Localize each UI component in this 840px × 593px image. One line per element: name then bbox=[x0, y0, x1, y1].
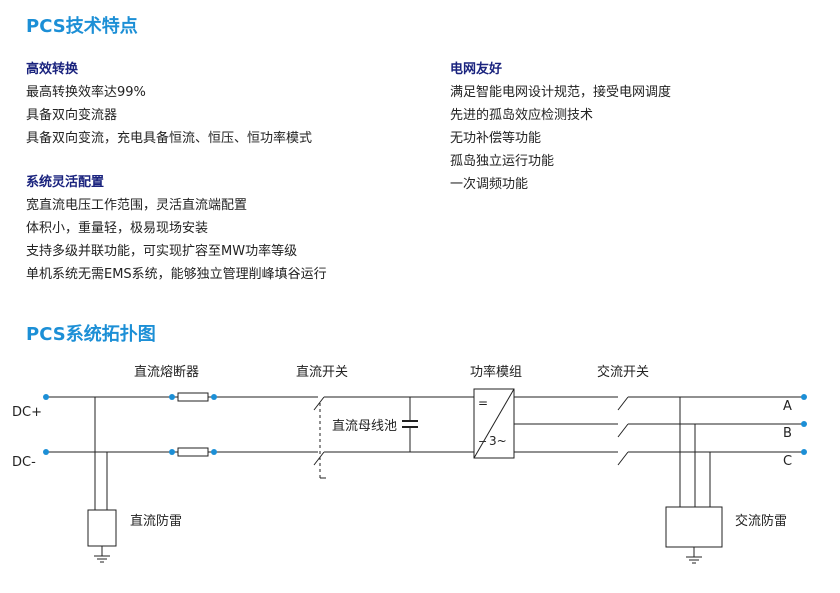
terminal-dot bbox=[169, 449, 175, 455]
terminal-dot bbox=[801, 394, 807, 400]
dc-surge-box bbox=[87, 509, 117, 547]
list-item: 宽直流电压工作范围，灵活直流端配置 bbox=[26, 198, 248, 213]
list-item: 支持多级并联功能，可实现扩容至MW功率等级 bbox=[26, 244, 298, 259]
group-heading: 电网友好 bbox=[450, 62, 503, 77]
dc-surge-label: 直流防雷 bbox=[130, 513, 182, 529]
list-item: 先进的孤岛效应检测技术 bbox=[450, 108, 594, 123]
list-item: 最高转换效率达99% bbox=[26, 85, 146, 100]
ac-switch-contact bbox=[617, 451, 629, 466]
fuse-plus bbox=[177, 392, 209, 402]
dc-switch-contact bbox=[313, 396, 325, 411]
list-item: 孤岛独立运行功能 bbox=[450, 154, 555, 169]
dc-minus-label: DC- bbox=[12, 455, 36, 470]
ac-switch-contact bbox=[617, 396, 629, 411]
group-grid: 电网友好 满足智能电网设计规范，接受电网调度 先进的孤岛效应检测技术 无功补偿等… bbox=[450, 58, 671, 196]
dc-fuse-label: 直流熔断器 bbox=[134, 365, 199, 380]
power-module-diagonal bbox=[473, 388, 515, 459]
group-heading: 系统灵活配置 bbox=[26, 175, 105, 190]
phase-b-label: B bbox=[783, 426, 792, 441]
list-item: 单机系统无需EMS系统，能够独立管理削峰填谷运行 bbox=[26, 267, 327, 282]
dc-bus-cap-label: 直流母线池 bbox=[332, 419, 397, 434]
terminal-dot bbox=[211, 449, 217, 455]
fuse-minus bbox=[177, 447, 209, 457]
features-title: PCS技术特点 bbox=[26, 16, 138, 37]
group-heading: 高效转换 bbox=[26, 62, 79, 77]
terminal-dot bbox=[211, 394, 217, 400]
ac-surge-box bbox=[665, 506, 723, 548]
terminal-dot bbox=[169, 394, 175, 400]
group-flexible: 系统灵活配置 宽直流电压工作范围，灵活直流端配置 体积小，重量轻，极易现场安装 … bbox=[26, 171, 327, 286]
power-module-label: 功率模组 bbox=[470, 364, 522, 380]
list-item: 具备双向变流器 bbox=[26, 108, 118, 123]
list-item: 具备双向变流，充电具备恒流、恒压、恒功率模式 bbox=[26, 131, 313, 146]
dc-plus-label: DC+ bbox=[12, 405, 42, 420]
phase-a-label: A bbox=[783, 399, 792, 414]
terminal-dot bbox=[801, 421, 807, 427]
terminal-dot bbox=[43, 394, 49, 400]
phase-c-label: C bbox=[783, 454, 792, 469]
terminal-dot bbox=[801, 449, 807, 455]
dc-switch-label: 直流开关 bbox=[296, 365, 348, 380]
topology-title: PCS系统拓扑图 bbox=[26, 324, 156, 345]
ac-surge-label: 交流防雷 bbox=[735, 513, 787, 529]
list-item: 无功补偿等功能 bbox=[450, 131, 542, 146]
inverter-ac-symbol: 3~ bbox=[489, 434, 507, 448]
terminal-dot bbox=[43, 449, 49, 455]
ac-switch-label: 交流开关 bbox=[597, 364, 649, 380]
ac-switch-contact bbox=[617, 423, 629, 438]
inverter-dc-symbol: = bbox=[478, 396, 488, 410]
group-efficiency: 高效转换 最高转换效率达99% 具备双向变流器 具备双向变流，充电具备恒流、恒压… bbox=[26, 58, 312, 150]
inverter-minus-mark: − bbox=[478, 435, 487, 448]
list-item: 满足智能电网设计规范，接受电网调度 bbox=[450, 85, 672, 100]
terminal-dots bbox=[43, 394, 807, 455]
dc-switch-contact bbox=[313, 451, 325, 466]
list-item: 一次调频功能 bbox=[450, 177, 529, 192]
list-item: 体积小，重量轻，极易现场安装 bbox=[26, 221, 209, 236]
